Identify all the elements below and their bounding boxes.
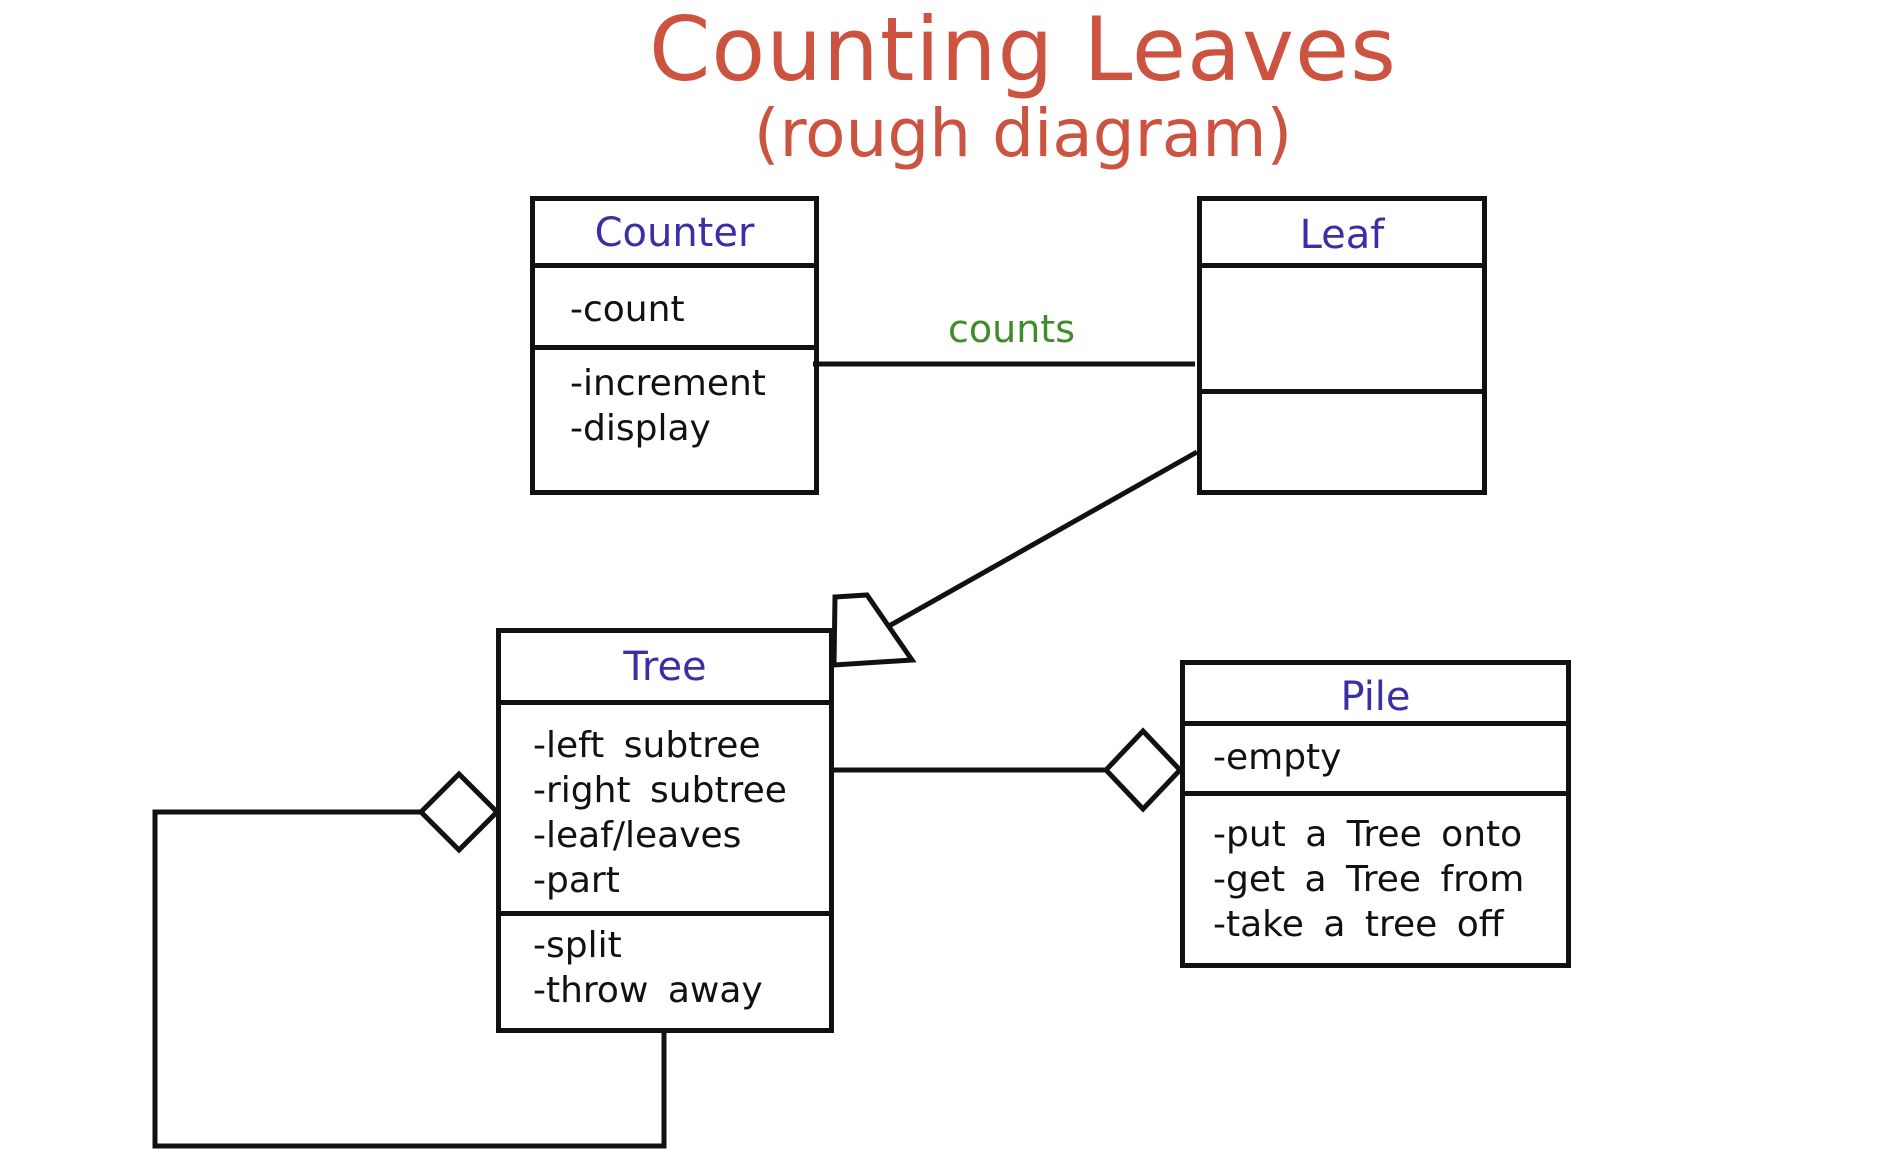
class-leaf: Leaf [1197, 196, 1487, 495]
class-tree-operation: -split [533, 925, 622, 966]
class-pile-attribute: -empty [1213, 737, 1342, 778]
class-counter-attribute-divider [535, 345, 814, 350]
aggregation-self-loop-line [152, 809, 667, 1149]
class-tree-operation: -throw away [533, 970, 763, 1011]
class-leaf-attribute-divider [1202, 389, 1482, 394]
class-tree-header-divider [501, 700, 829, 705]
class-tree: Tree -left subtree -right subtree -leaf/… [496, 628, 834, 1033]
class-counter: Counter -count -increment -display [530, 196, 819, 495]
diagram-subtitle: (rough diagram) [753, 95, 1293, 172]
class-tree-attribute: -leaf/leaves [533, 815, 742, 856]
class-counter-name: Counter [594, 210, 755, 256]
class-counter-header-divider [535, 263, 814, 268]
class-counter-operation: -increment [570, 363, 766, 404]
class-pile: Pile -empty -put a Tree onto -get a Tree… [1180, 660, 1571, 968]
class-tree-attribute: -part [533, 860, 620, 901]
generalization-arrowhead [831, 592, 917, 668]
class-pile-operation: -put a Tree onto [1213, 814, 1523, 855]
generalization-line [880, 449, 1199, 633]
class-leaf-name: Leaf [1299, 212, 1385, 258]
class-pile-header-divider [1185, 721, 1566, 726]
class-tree-attribute-divider [501, 911, 829, 916]
association-label-counts: counts [948, 307, 1076, 351]
class-counter-attribute: -count [570, 289, 685, 330]
aggregation-diamond-self [417, 770, 501, 854]
class-pile-attribute-divider [1185, 791, 1566, 796]
class-pile-operation: -take a tree off [1213, 904, 1504, 945]
aggregation-diamond-pile [1102, 727, 1184, 813]
class-leaf-header-divider [1202, 263, 1482, 268]
class-tree-attribute: -left subtree [533, 725, 761, 766]
class-pile-operation: -get a Tree from [1213, 859, 1525, 900]
class-counter-operation: -display [570, 408, 711, 449]
class-pile-name: Pile [1340, 674, 1411, 720]
class-tree-name: Tree [623, 644, 707, 690]
diagram-title: Counting Leaves [648, 0, 1397, 101]
class-tree-attribute: -right subtree [533, 770, 787, 811]
